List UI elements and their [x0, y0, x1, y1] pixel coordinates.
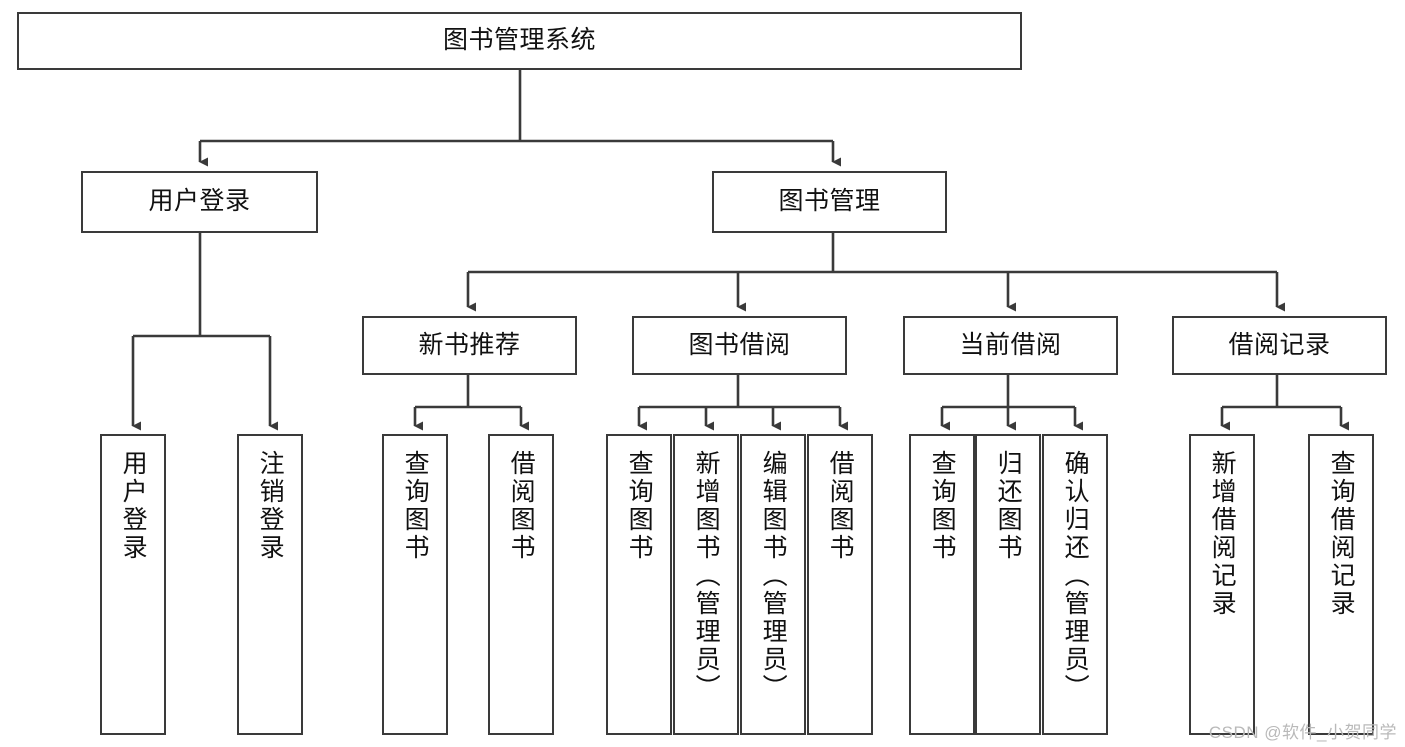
leaf-new-book-borrow-label: 借阅图书	[507, 450, 536, 562]
node-root-label: 图书管理系统	[442, 26, 596, 55]
leaf-cb-confirm-label: 确认归还（管理员）	[1061, 450, 1090, 702]
leaf-new-book-borrow[interactable]: 借阅图书	[488, 434, 554, 735]
leaf-new-book-query[interactable]: 查询图书	[382, 434, 448, 735]
leaf-bb-add-label: 新增图书（管理员）	[692, 450, 721, 702]
watermark: CSDN @软件_小贺同学	[1208, 723, 1397, 742]
leaf-logout[interactable]: 注销登录	[237, 434, 303, 735]
node-book-manage-label: 图书管理	[778, 187, 881, 216]
leaf-cb-confirm[interactable]: 确认归还（管理员）	[1042, 434, 1108, 735]
leaf-new-book-query-label: 查询图书	[401, 450, 430, 562]
leaf-cb-return[interactable]: 归还图书	[975, 434, 1041, 735]
leaf-cb-return-label: 归还图书	[994, 450, 1023, 562]
node-book-manage[interactable]: 图书管理	[712, 171, 947, 233]
node-current-borrow[interactable]: 当前借阅	[903, 316, 1118, 375]
leaf-user-login[interactable]: 用户登录	[100, 434, 166, 735]
node-new-book-label: 新书推荐	[418, 330, 521, 359]
leaf-logout-label: 注销登录	[256, 450, 285, 562]
node-new-book[interactable]: 新书推荐	[362, 316, 577, 375]
node-user-login[interactable]: 用户登录	[81, 171, 318, 233]
leaf-cb-query-label: 查询图书	[928, 450, 957, 562]
node-book-borrow[interactable]: 图书借阅	[632, 316, 847, 375]
leaf-br-query-label: 查询借阅记录	[1327, 450, 1356, 618]
leaf-user-login-label: 用户登录	[119, 450, 148, 562]
leaf-bb-borrow-label: 借阅图书	[826, 450, 855, 562]
leaf-bb-edit[interactable]: 编辑图书（管理员）	[740, 434, 806, 735]
leaf-cb-query[interactable]: 查询图书	[909, 434, 975, 735]
node-root[interactable]: 图书管理系统	[17, 12, 1022, 70]
leaf-br-query[interactable]: 查询借阅记录	[1308, 434, 1374, 735]
node-user-login-label: 用户登录	[148, 187, 251, 216]
leaf-bb-add[interactable]: 新增图书（管理员）	[673, 434, 739, 735]
leaf-bb-borrow[interactable]: 借阅图书	[807, 434, 873, 735]
node-current-borrow-label: 当前借阅	[959, 330, 1062, 359]
node-borrow-record-label: 借阅记录	[1228, 330, 1331, 359]
leaf-bb-query-label: 查询图书	[625, 450, 654, 562]
node-book-borrow-label: 图书借阅	[688, 330, 791, 359]
leaf-bb-edit-label: 编辑图书（管理员）	[759, 450, 788, 702]
leaf-br-add[interactable]: 新增借阅记录	[1189, 434, 1255, 735]
leaf-br-add-label: 新增借阅记录	[1208, 450, 1237, 618]
leaf-bb-query[interactable]: 查询图书	[606, 434, 672, 735]
node-borrow-record[interactable]: 借阅记录	[1172, 316, 1387, 375]
